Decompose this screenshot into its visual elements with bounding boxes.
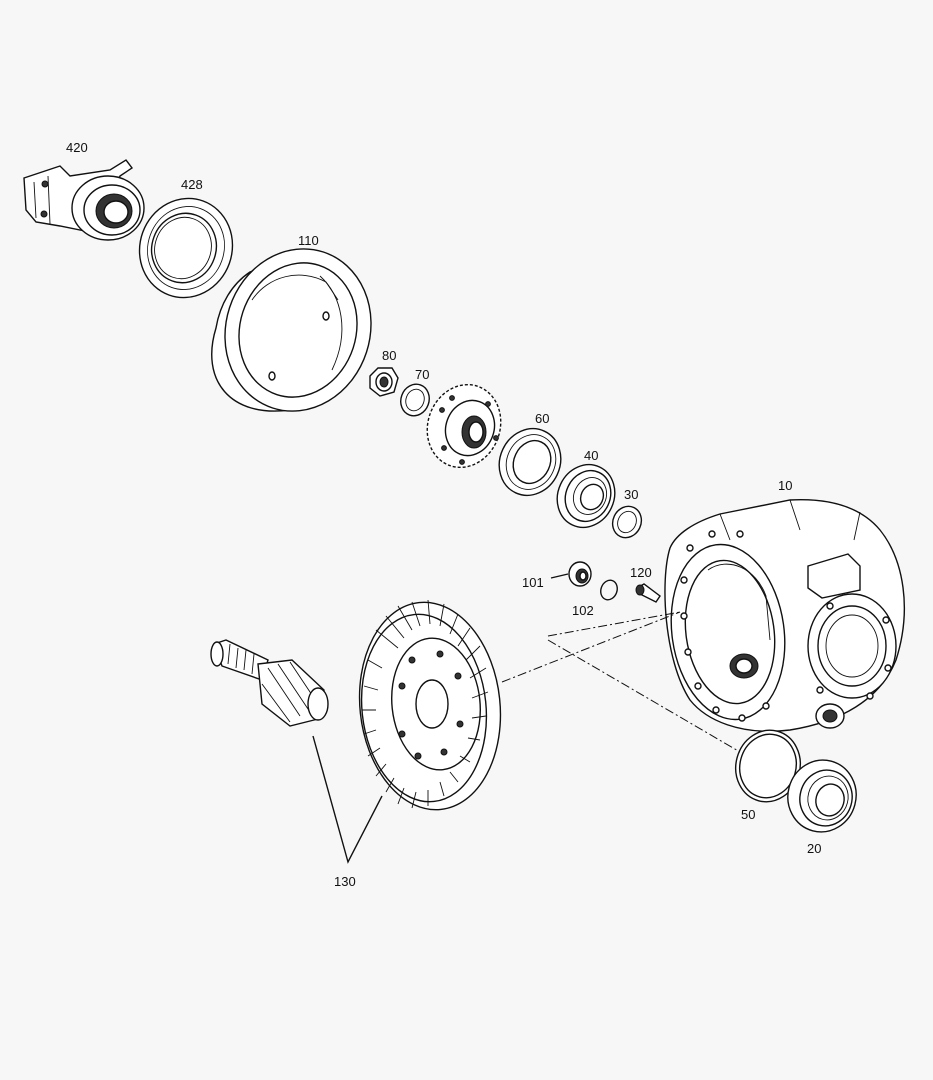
label-101: 101 xyxy=(522,575,544,590)
label-50: 50 xyxy=(741,807,755,822)
label-130: 130 xyxy=(334,874,356,889)
part-80-nut xyxy=(369,367,399,397)
housing-bolt-holes xyxy=(680,530,892,722)
part-20-bearing xyxy=(787,759,857,833)
label-60: 60 xyxy=(535,411,549,426)
label-420: 420 xyxy=(66,140,88,155)
label-40: 40 xyxy=(584,448,598,463)
label-102: 102 xyxy=(572,603,594,618)
part-10-housing xyxy=(664,499,905,732)
crown-wheel-teeth xyxy=(362,599,489,809)
part-428-seal xyxy=(138,197,234,299)
label-20: 20 xyxy=(807,841,821,856)
alignment-lines xyxy=(501,611,741,753)
part-130-pinion xyxy=(210,639,329,727)
label-30: 30 xyxy=(624,487,638,502)
label-70: 70 xyxy=(415,367,429,382)
part-420-flange-yoke xyxy=(23,159,145,241)
part-101-bushing xyxy=(568,561,592,587)
part-70-washer xyxy=(400,383,430,417)
part-120-screw xyxy=(635,583,661,603)
part-40-bearing xyxy=(556,463,616,529)
label-110: 110 xyxy=(298,233,319,248)
leader-lines xyxy=(312,573,569,864)
part-30-ring xyxy=(611,505,643,539)
part-110-drum xyxy=(211,248,372,412)
label-120: 120 xyxy=(630,565,652,580)
label-428: 428 xyxy=(181,177,203,192)
label-10: 10 xyxy=(778,478,792,493)
part-flange-hub xyxy=(426,383,502,469)
part-102-circlip xyxy=(600,579,618,601)
part-130-crown-wheel xyxy=(358,599,502,811)
label-80: 80 xyxy=(382,348,396,363)
part-60-seal xyxy=(498,427,562,497)
part-labels: 420 428 110 80 70 60 40 30 10 101 102 12… xyxy=(66,140,821,889)
